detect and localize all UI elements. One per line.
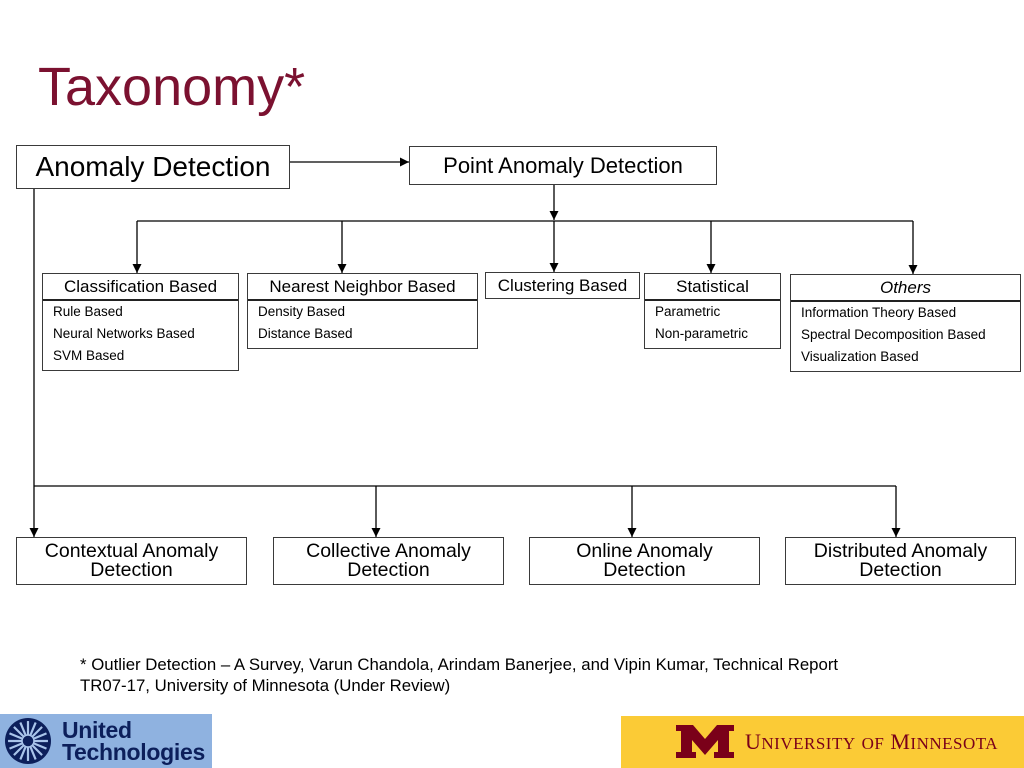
contextual-anomaly-node: Contextual Anomaly Detection — [16, 537, 247, 585]
page-title: Taxonomy* — [38, 57, 306, 117]
utc-wordmark: United Technologies — [62, 717, 205, 765]
category-items: Density Based Distance Based — [248, 301, 477, 348]
umn-wordmark: UNIVERSITY OF MINNESOTA — [745, 716, 1004, 768]
category-item: Spectral Decomposition Based — [801, 327, 986, 342]
block-m-shape — [676, 725, 734, 758]
emblem-hub — [21, 734, 35, 748]
point-anomaly-node-label: Point Anomaly Detection — [443, 152, 683, 178]
category-items: Rule Based Neural Networks Based SVM Bas… — [43, 301, 238, 370]
umn-wordmark-word: OF — [861, 734, 885, 753]
category-items: Parametric Non-parametric — [645, 301, 780, 348]
category-clustering-based: Clustering Based — [485, 272, 640, 299]
utc-wordmark-line1: United — [62, 717, 132, 743]
collective-anomaly-node: Collective Anomaly Detection — [273, 537, 504, 585]
online-anomaly-label: Online Anomaly Detection — [576, 540, 713, 581]
root-node: Anomaly Detection — [16, 145, 290, 189]
root-node-label: Anomaly Detection — [35, 151, 271, 182]
contextual-anomaly-label: Contextual Anomaly Detection — [44, 540, 219, 581]
category-others: Others Information Theory Based Spectral… — [790, 274, 1021, 372]
category-item: Distance Based — [258, 326, 353, 341]
category-classification-based: Classification Based Rule Based Neural N… — [42, 273, 239, 371]
category-item: Rule Based — [53, 304, 123, 319]
umn-wordmark-word: MINNESOTA — [890, 729, 999, 754]
category-header: Clustering Based — [497, 276, 628, 295]
category-item: Information Theory Based — [801, 305, 957, 320]
category-header: Classification Based — [43, 274, 238, 301]
umn-wordmark-word: UNIVERSITY — [745, 729, 856, 754]
category-item: Density Based — [258, 304, 346, 319]
category-statistical: Statistical Parametric Non-parametric — [644, 273, 781, 349]
online-anomaly-node: Online Anomaly Detection — [529, 537, 760, 585]
category-item: Non-parametric — [655, 326, 749, 341]
distributed-anomaly-node: Distributed Anomaly Detection — [785, 537, 1016, 585]
utc-emblem-icon — [5, 718, 51, 764]
category-header: Others — [791, 275, 1020, 302]
emblem-ring — [6, 719, 50, 763]
collective-anomaly-label: Collective Anomaly Detection — [306, 540, 471, 581]
footnote: * Outlier Detection – A Survey, Varun Ch… — [80, 655, 839, 695]
umn-block-m-icon — [676, 725, 734, 758]
distributed-anomaly-label: Distributed Anomaly Detection — [813, 540, 988, 581]
utc-logo: United Technologies — [0, 714, 212, 768]
umn-logo: UNIVERSITY OF MINNESOTA — [621, 716, 1024, 768]
category-header: Statistical — [645, 274, 780, 301]
category-item: Parametric — [655, 304, 721, 319]
utc-wordmark-line2: Technologies — [62, 739, 205, 765]
category-nearest-neighbor-based: Nearest Neighbor Based Density Based Dis… — [247, 273, 478, 349]
category-items: Information Theory Based Spectral Decomp… — [791, 302, 1020, 371]
point-anomaly-node: Point Anomaly Detection — [409, 146, 717, 185]
category-header: Nearest Neighbor Based — [248, 274, 477, 301]
category-item: Neural Networks Based — [53, 326, 195, 341]
category-item: Visualization Based — [801, 349, 919, 364]
category-item: SVM Based — [53, 348, 125, 363]
